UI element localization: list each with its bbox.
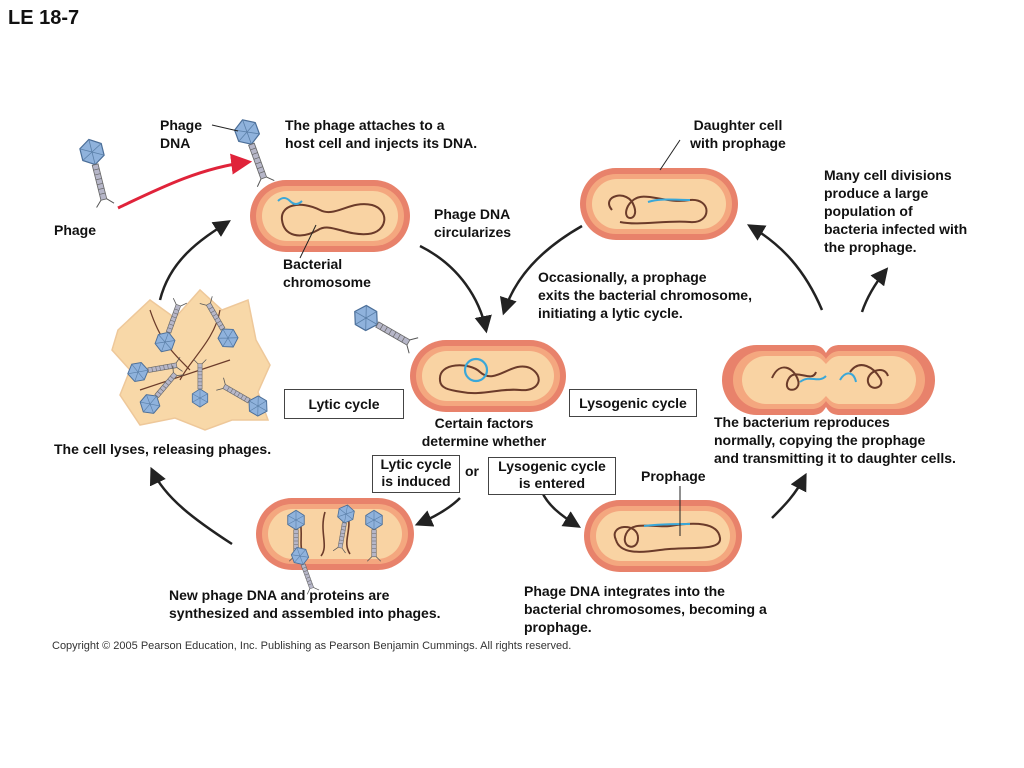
label-phage: Phage (54, 222, 97, 238)
label-attach: The phage attaches to a host cell and in… (285, 117, 478, 151)
label-reproduces: The bacterium reproduces normally, copyi… (714, 414, 956, 466)
arrow-to-lysogenic (540, 491, 581, 528)
free-phage (77, 136, 117, 209)
arrow-dividing-to-daughter (746, 224, 824, 311)
label-certain-factors: Certain factors determine whether (421, 415, 547, 449)
label-many-divisions: Many cell divisions produce a large popu… (824, 167, 968, 255)
arrow-daughter-to-center (499, 224, 583, 316)
label-bacterial-chromosome: Bacterial chromosome (283, 256, 371, 290)
label-or: or (465, 463, 479, 479)
attaching-phage (231, 115, 277, 189)
label-integrates: Phage DNA integrates into the bacterial … (524, 583, 767, 635)
label-new-phage-dna: New phage DNA and proteins are synthesiz… (169, 587, 441, 621)
prophage-cell (584, 500, 742, 572)
slide-title: LE 18-7 (8, 7, 80, 29)
label-prophage: Prophage (641, 468, 706, 484)
lytic-cycle-box: Lytic cycle (284, 389, 404, 419)
arrow-many-divisions (860, 267, 889, 313)
arrow-assembly-to-lysed (149, 466, 233, 546)
empty-phage (348, 301, 420, 356)
label-circularizes: Phage DNA circularizes (434, 206, 512, 240)
lysed-cell (111, 288, 272, 431)
central-cell (410, 340, 566, 412)
arrow-infect-to-center (419, 244, 492, 334)
lysogenic-cycle-box: Lysogenic cycle (569, 389, 697, 417)
label-cell-lyses: The cell lyses, releasing phages. (54, 441, 272, 457)
assembly-cell (256, 498, 414, 596)
label-phage-dna: Phage DNA (160, 117, 203, 151)
label-occasionally: Occasionally, a prophage exits the bacte… (538, 269, 752, 321)
arrow-prophage-to-dividing (771, 472, 807, 519)
daughter-pointer (659, 139, 681, 171)
lytic-induced-box: Lytic cycle is induced (372, 455, 460, 493)
label-daughter-cell: Daughter cell with prophage (690, 117, 786, 151)
phage-dna-pointer (211, 124, 239, 132)
arrow-lysed-to-infect (158, 220, 231, 301)
chromosome-pointer (299, 224, 317, 259)
lysogenic-entered-box: Lysogenic cycle is entered (488, 457, 616, 495)
dividing-cell (722, 345, 935, 415)
infected-cell (250, 180, 410, 252)
infection-arrow (117, 153, 253, 210)
arrow-to-lytic (414, 497, 461, 527)
daughter-cell (580, 168, 738, 240)
copyright-notice: Copyright © 2005 Pearson Education, Inc.… (52, 640, 572, 652)
